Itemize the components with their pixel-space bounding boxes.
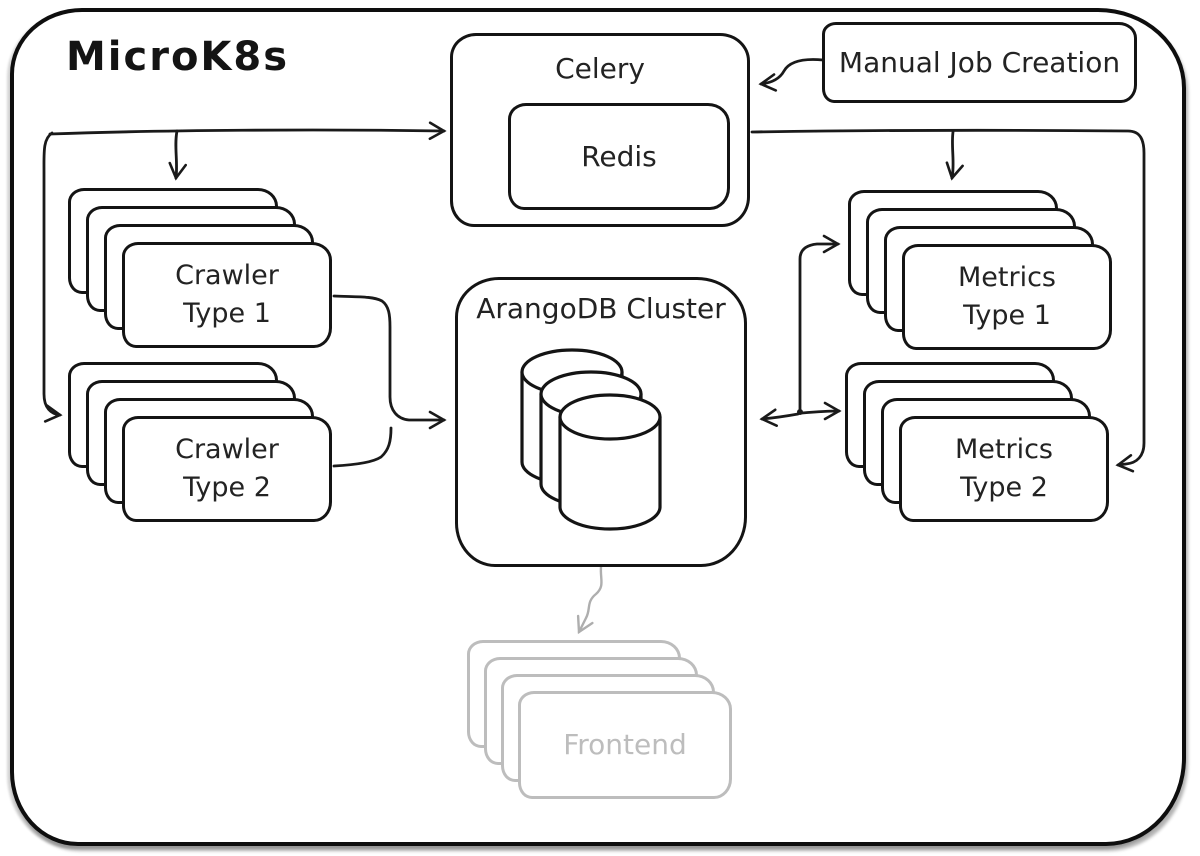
node-metrics-type-2-stack: Metrics Type 2 [845,362,1115,528]
metrics-type-2-label-line2: Type 2 [960,472,1048,503]
redis-label: Redis [581,140,657,173]
node-arangodb-cluster: ArangoDB Cluster [455,277,747,567]
metrics-type-2-front-card: Metrics Type 2 [899,416,1109,522]
crawler-type-1-label-line2: Type 1 [183,298,271,329]
node-manual-job-creation: Manual Job Creation [822,22,1137,103]
node-celery: Celery Redis [450,33,750,227]
frontend-label: Frontend [563,728,687,762]
crawler-type-1-label-line1: Crawler [175,260,279,292]
database-cylinders-icon [520,348,662,531]
metrics-type-1-front-card: Metrics Type 1 [902,244,1112,350]
metrics-type-2-label-line1: Metrics [954,434,1053,466]
crawler-type-1-front-card: Crawler Type 1 [122,242,332,348]
manual-job-creation-label: Manual Job Creation [838,46,1121,79]
node-metrics-type-1-stack: Metrics Type 1 [848,190,1118,356]
crawler-type-2-label-line2: Type 2 [183,472,271,503]
metrics-type-1-label-line2: Type 1 [963,300,1051,331]
metrics-type-1-label-line1: Metrics [957,262,1056,294]
page-title: MicroK8s [66,34,290,80]
arangodb-cluster-label: ArangoDB Cluster [476,292,726,325]
crawler-type-2-label-line1: Crawler [175,434,279,466]
node-redis: Redis [508,103,730,210]
db-cylinder-front [558,393,662,531]
node-crawler-type-1-stack: Crawler Type 1 [68,188,338,354]
frontend-front-card: Frontend [518,691,732,799]
node-frontend-stack: Frontend [467,640,737,806]
celery-label: Celery [555,52,645,85]
crawler-type-2-front-card: Crawler Type 2 [122,416,332,522]
node-crawler-type-2-stack: Crawler Type 2 [68,362,338,528]
